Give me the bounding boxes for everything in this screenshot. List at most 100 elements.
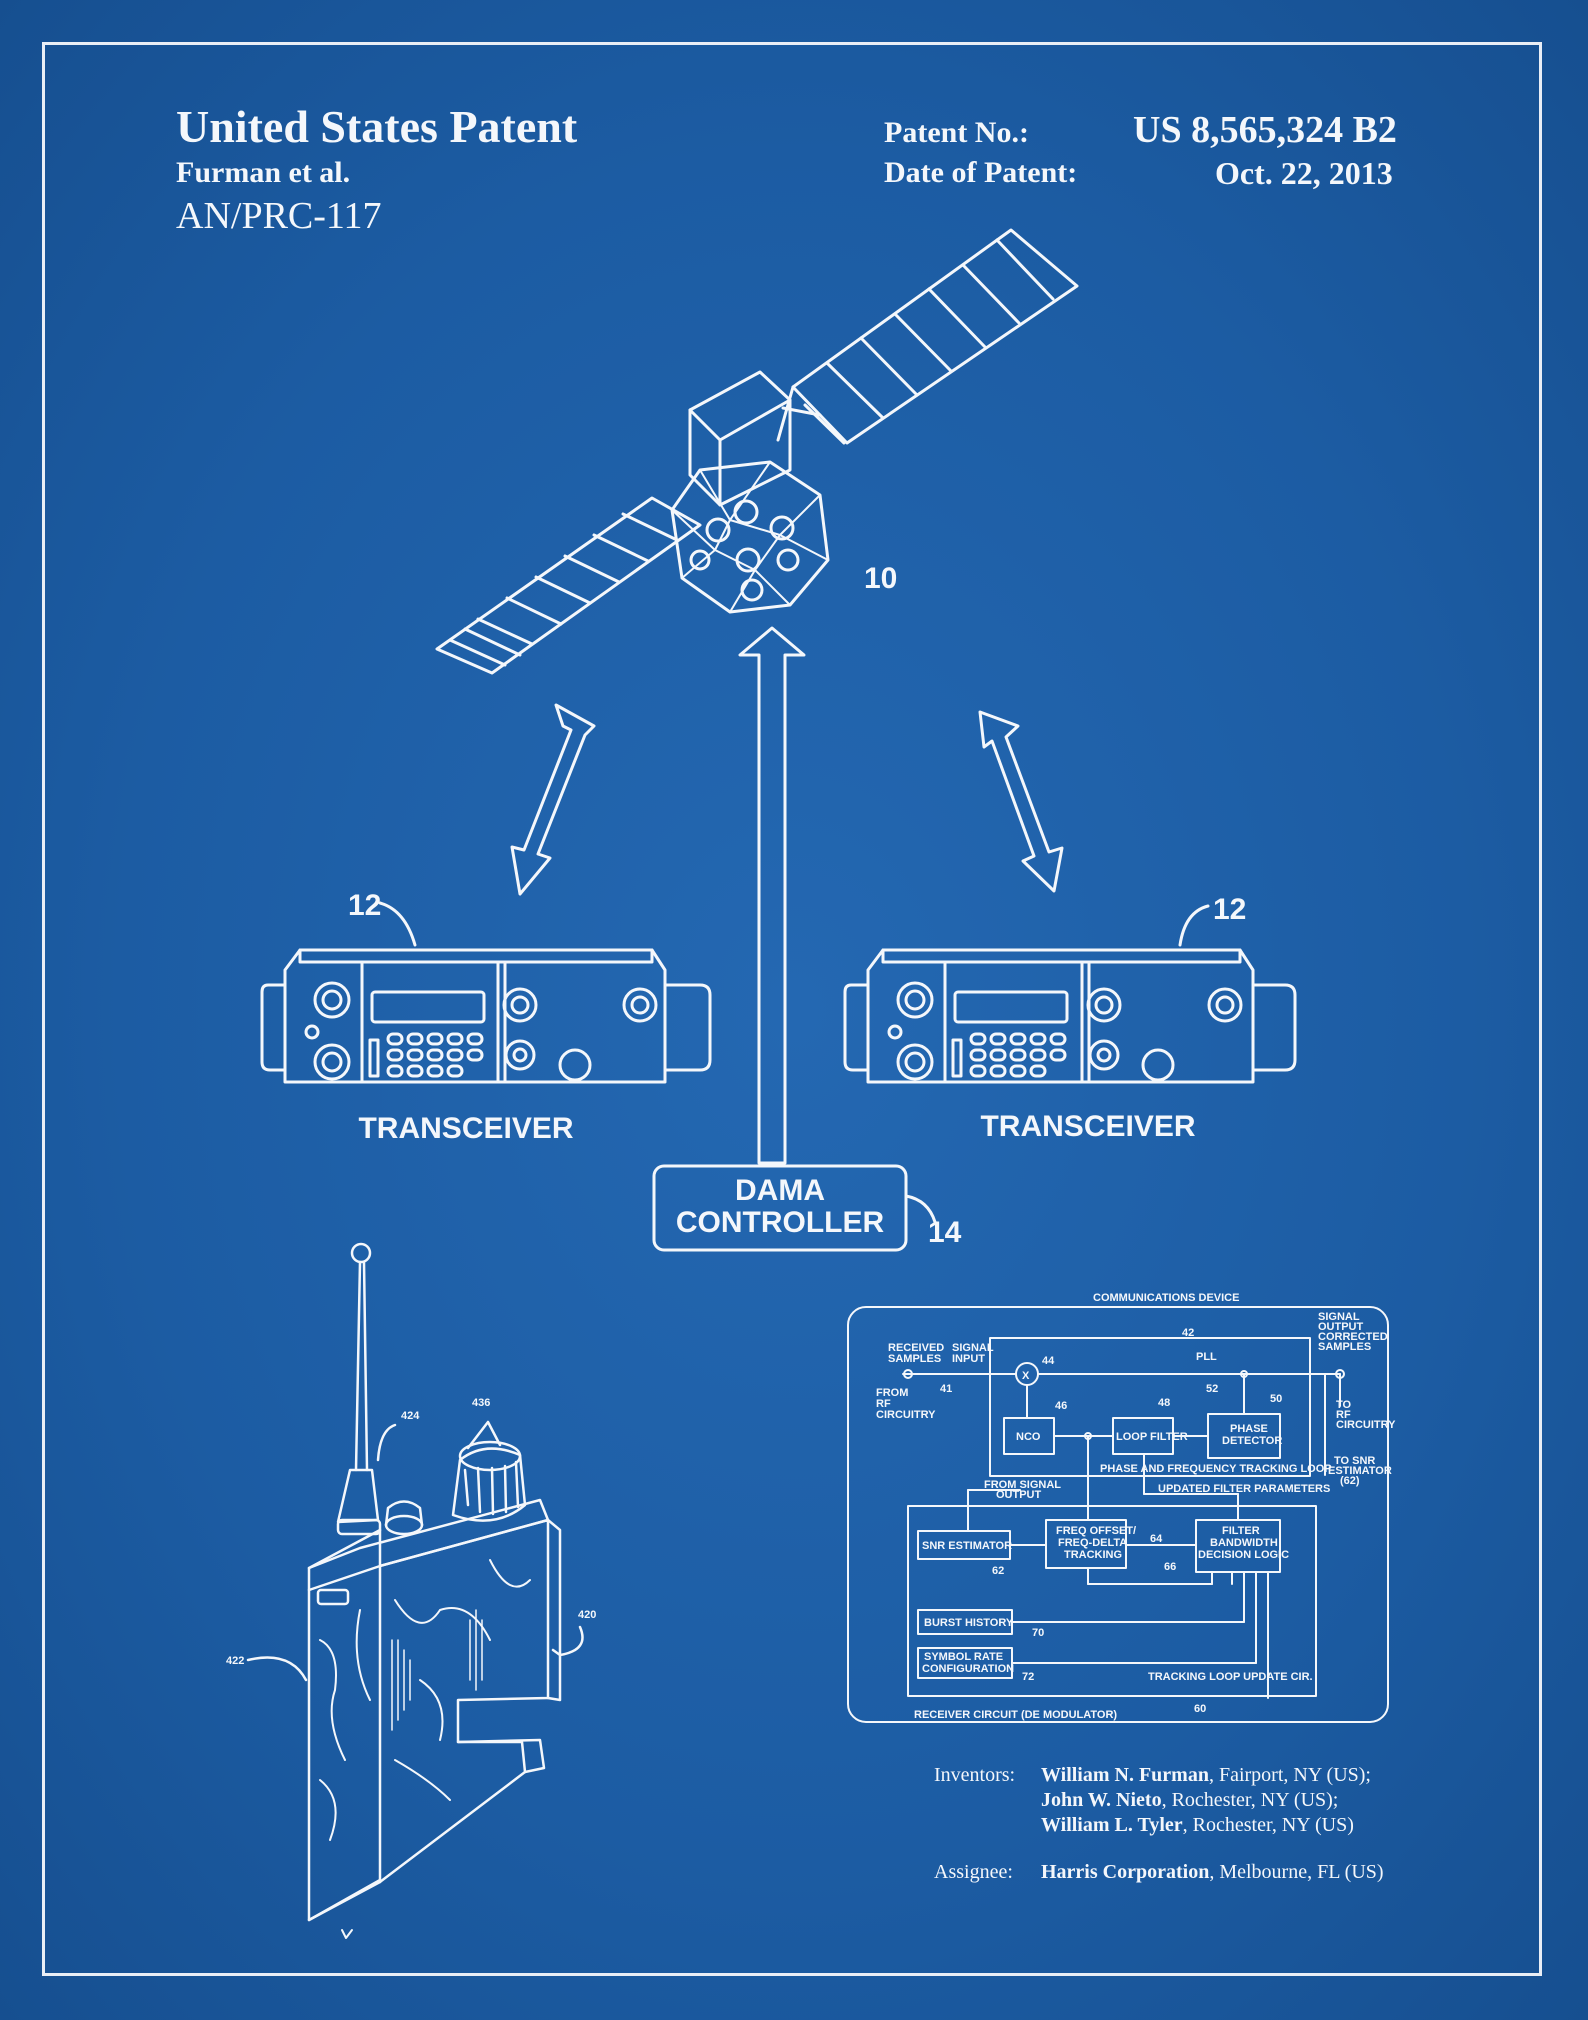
bd-freq-3: TRACKING [1064, 1549, 1122, 1561]
bd-nco: NCO [1016, 1431, 1041, 1443]
assignee-location: , Melbourne, FL (US) [1209, 1861, 1384, 1883]
bd-to-rf-3: CIRCUITRY [1336, 1419, 1396, 1431]
bd-freq-1: FREQ OFFSET/ [1056, 1525, 1136, 1537]
bd-signal-input-2: INPUT [952, 1353, 985, 1365]
inventors-row: Inventors: William N. Furman, Fairport, … [934, 1763, 1454, 1838]
radio-ref-424: 424 [401, 1410, 420, 1422]
bd-symbol-rate-2: CONFIGURATION [922, 1663, 1014, 1675]
bd-sig-out-1: SIGNAL [1318, 1311, 1360, 1323]
bd-to-rf-1: TO [1336, 1399, 1352, 1411]
bd-ref-72: 72 [1022, 1671, 1034, 1683]
bd-ref-41: 41 [940, 1383, 952, 1395]
dama-controller-box [652, 1164, 908, 1252]
bd-from-rf-3: CIRCUITRY [876, 1409, 936, 1421]
bd-to-snr-2: ESTIMATOR [1328, 1465, 1392, 1477]
model-name: AN/PRC-117 [176, 195, 382, 237]
dama-controller-ref: 14 [928, 1216, 962, 1249]
inventor-entry: William N. Furman, Fairport, NY (US); [1041, 1763, 1454, 1788]
bd-sig-out-4: SAMPLES [1318, 1341, 1371, 1353]
bd-to-snr-1: TO SNR [1334, 1455, 1375, 1467]
inventor-location: , Fairport, NY (US); [1208, 1764, 1371, 1786]
left-link-arrow [510, 703, 596, 896]
bd-ref-42: 42 [1182, 1327, 1194, 1339]
bd-tracking-loop: PHASE AND FREQUENCY TRACKING LOOP [1100, 1463, 1332, 1475]
bd-filter-bw-1: FILTER [1222, 1525, 1260, 1537]
bd-from-rf-2: RF [876, 1398, 891, 1410]
patent-authors: Furman et al. [176, 156, 351, 189]
patent-date: Oct. 22, 2013 [1215, 155, 1393, 191]
handheld-radio-drawing [246, 1242, 584, 1939]
bd-phase-det-2: DETECTOR [1222, 1435, 1282, 1447]
bd-from-rf-1: FROM [876, 1387, 908, 1399]
bd-signal-input-1: SIGNAL [952, 1342, 994, 1354]
bd-ref-66: 66 [1164, 1561, 1176, 1573]
satellite-ref: 10 [864, 562, 897, 595]
inventor-entry: William L. Tyler, Rochester, NY (US) [1041, 1813, 1454, 1838]
bd-ref-62: 62 [992, 1565, 1004, 1577]
bd-sig-out-3: CORRECTED [1318, 1331, 1388, 1343]
bd-pll-label: PLL [1196, 1351, 1217, 1363]
bd-receiver-circuit: RECEIVER CIRCUIT (DE MODULATOR) [914, 1709, 1117, 1721]
bd-ref-64: 64 [1150, 1533, 1163, 1545]
assignee-name: Harris Corporation [1041, 1861, 1210, 1883]
transceiver-right-label: TRANSCEIVER [980, 1110, 1195, 1143]
inventor-entry: John W. Nieto, Rochester, NY (US); [1041, 1788, 1454, 1813]
bd-to-rf-2: RF [1336, 1409, 1351, 1421]
assignee-row: Assignee: Harris Corporation, Melbourne,… [934, 1860, 1454, 1885]
bd-to-snr-3: (62) [1340, 1475, 1360, 1487]
patent-title: United States Patent [176, 101, 578, 152]
bd-mixer: X [1022, 1370, 1030, 1382]
bd-phase-det-1: PHASE [1230, 1423, 1268, 1435]
patent-date-label: Date of Patent: [884, 156, 1078, 189]
bd-ref-46: 46 [1055, 1400, 1067, 1412]
radio-ref-436: 436 [472, 1397, 490, 1409]
border-frame [42, 42, 1542, 1976]
bd-received-1: RECEIVED [888, 1342, 944, 1354]
bd-filter-bw-2: BANDWIDTH [1210, 1537, 1278, 1549]
bd-tracking-update: TRACKING LOOP UPDATE CIR. [1148, 1671, 1313, 1683]
bd-ref-52: 52 [1206, 1383, 1218, 1395]
bd-ref-60: 60 [1194, 1703, 1206, 1715]
bd-from-sig-out-2: OUTPUT [996, 1489, 1042, 1501]
inventor-location: , Rochester, NY (US) [1182, 1814, 1354, 1836]
patent-number-label: Patent No.: [884, 116, 1029, 149]
dama-label-line2: CONTROLLER [676, 1206, 885, 1239]
transceiver-left-label: TRANSCEIVER [358, 1112, 573, 1145]
bd-ref-48: 48 [1158, 1397, 1170, 1409]
patent-number: US 8,565,324 B2 [1133, 109, 1397, 151]
bd-ref-50: 50 [1270, 1393, 1282, 1405]
right-link-arrow [978, 710, 1064, 893]
transceiver-right-ref: 12 [1213, 893, 1246, 926]
bd-title: COMMUNICATIONS DEVICE [1093, 1292, 1239, 1304]
bd-burst-history: BURST HISTORY [924, 1617, 1014, 1629]
radio-ref-422: 422 [226, 1655, 244, 1667]
bd-freq-2: FREQ-DELTA [1058, 1537, 1127, 1549]
bd-ref-44: 44 [1042, 1355, 1055, 1367]
dama-label-line1: DAMA [735, 1174, 825, 1207]
bd-ref-70: 70 [1032, 1627, 1044, 1639]
radio-ref-420: 420 [578, 1609, 596, 1621]
bd-snr-estimator: SNR ESTIMATOR [922, 1540, 1012, 1552]
bd-sig-out-2: OUTPUT [1318, 1321, 1364, 1333]
bd-loop-filter: LOOP FILTER [1116, 1431, 1188, 1443]
bd-filter-bw-3: DECISION LOGIC [1198, 1549, 1289, 1561]
transceiver-right-drawing [843, 904, 1297, 1084]
inventor-name: John W. Nieto [1041, 1789, 1162, 1811]
bd-symbol-rate-1: SYMBOL RATE [924, 1651, 1003, 1663]
assignee-label: Assignee: [934, 1861, 1013, 1883]
bd-updated-filter: UPDATED FILTER PARAMETERS [1158, 1483, 1330, 1495]
transceiver-left-ref: 12 [348, 889, 381, 922]
transceiver-left-drawing [260, 901, 712, 1084]
uplink-arrow [738, 626, 806, 1165]
block-diagram [847, 1306, 1389, 1723]
patent-credits: Inventors: William N. Furman, Fairport, … [934, 1763, 1454, 1885]
inventor-name: William N. Furman [1041, 1764, 1209, 1786]
bd-from-sig-out-1: FROM SIGNAL [984, 1479, 1061, 1491]
inventor-location: , Rochester, NY (US); [1161, 1789, 1339, 1811]
inventor-name: William L. Tyler [1041, 1814, 1183, 1836]
satellite-drawing [435, 228, 1079, 675]
inventors-label: Inventors: [934, 1764, 1016, 1786]
bd-received-2: SAMPLES [888, 1353, 941, 1365]
